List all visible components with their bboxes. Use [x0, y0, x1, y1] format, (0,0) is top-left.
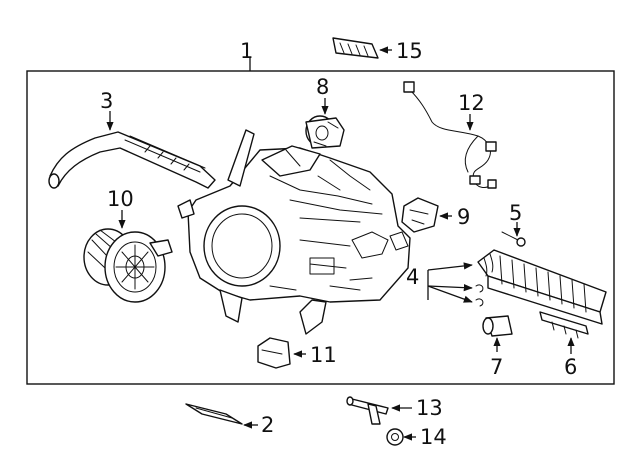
callout-12: 12: [458, 91, 485, 115]
callout-13: 13: [416, 396, 443, 420]
callout-2: 2: [261, 413, 275, 437]
callout-8: 8: [316, 75, 330, 99]
part-7-sensor: [482, 315, 513, 352]
part-9-servo: [401, 197, 452, 233]
callout-9: 9: [457, 205, 471, 229]
callout-7: 7: [490, 355, 504, 379]
part-10-blower: [83, 210, 173, 303]
callout-5: 5: [509, 201, 523, 225]
part-12-harness: [403, 81, 497, 189]
part-3-duct: [48, 111, 216, 189]
part-14-grommet: [386, 428, 416, 446]
callout-14: 14: [420, 425, 447, 449]
part-5-screw: [501, 222, 526, 247]
callout-11: 11: [310, 343, 337, 367]
callout-4: 4: [406, 265, 420, 289]
callout-1: 1: [240, 39, 254, 63]
callout-6: 6: [564, 355, 578, 379]
callout-3: 3: [100, 89, 114, 113]
part-15-bracket: [332, 37, 392, 59]
part-13-duct-tee: [346, 396, 412, 425]
part-2-filter: [185, 403, 258, 429]
callout-10: 10: [107, 187, 134, 211]
part-6-strip: [539, 311, 589, 354]
callout-15: 15: [396, 39, 423, 63]
part-11-module: [257, 337, 306, 369]
assembly-frame: [26, 70, 615, 385]
part-4-clips: [427, 262, 484, 307]
part-8-actuator: [305, 98, 345, 149]
part-1-hvac-case: [177, 129, 411, 335]
part-4-evaporator-core: [477, 249, 607, 325]
